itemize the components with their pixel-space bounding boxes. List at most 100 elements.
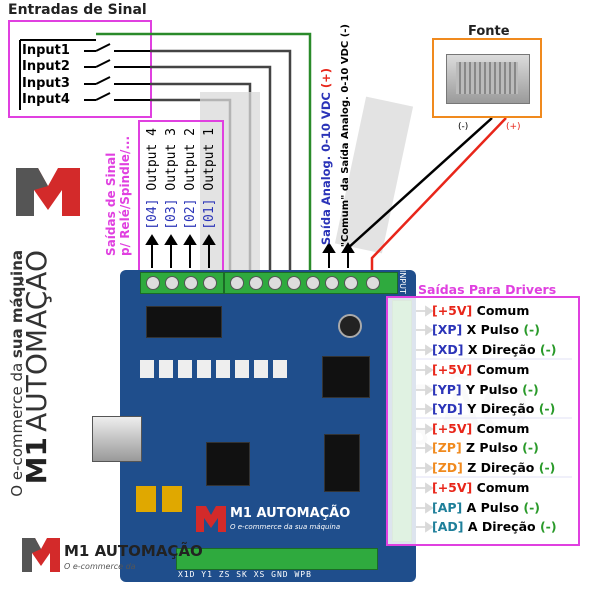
driver-row-1: [+5V] Comum <box>432 303 529 318</box>
small-logo-icon <box>22 538 60 572</box>
driver-row-4: [+5V] Comum <box>432 362 529 377</box>
terminal-block-bottom <box>176 548 378 570</box>
driver-row-12: [AD] A Direção (-) <box>432 519 557 534</box>
bottom-label: SK <box>236 570 248 579</box>
input-switches <box>19 39 150 110</box>
driver-suffix: (-) <box>523 322 540 337</box>
m1-logo-icon <box>16 168 80 216</box>
driver-code: [+5V] <box>432 303 473 318</box>
driver-code: [AP] <box>432 500 463 515</box>
driver-suffix: (-) <box>538 460 556 475</box>
analog-output-label: Saída Analog. 0-10 VDC (+) <box>319 68 333 245</box>
board-input-label: INPUT <box>398 270 407 294</box>
fonte-wire-neg <box>347 117 493 249</box>
analog-output-sign: (+) <box>319 68 333 89</box>
small-logo: M1 AUTOMAÇÃO O e-commerce da <box>22 538 203 578</box>
driver-text: X Direção <box>467 342 536 357</box>
driver-text: Comum <box>476 480 530 495</box>
output-3-tag: [03] <box>164 198 179 230</box>
driver-code: [AD] <box>432 519 464 534</box>
output-3-label: Output 3 <box>164 128 179 191</box>
driver-text: Y Direção <box>467 401 535 416</box>
driver-code: [XD] <box>432 342 464 357</box>
driver-suffix: (-) <box>523 500 541 515</box>
output-1-tag: [01] <box>202 198 217 230</box>
driver-row-10: [+5V] Comum <box>432 480 529 495</box>
small-logo-name: M1 AUTOMAÇÃO <box>64 542 203 560</box>
small-logo-tagline: O e-commerce da <box>64 562 136 571</box>
driver-row-11: [AP] A Pulso (-) <box>432 500 540 515</box>
analog-output-text: Saída Analog. 0-10 VDC <box>319 92 333 246</box>
output-1-label: Output 1 <box>202 128 217 191</box>
fonte-neg-label: (-) <box>458 122 469 132</box>
capacitors-yellow <box>136 486 184 512</box>
driver-text: Z Pulso <box>466 440 518 455</box>
bottom-label: Y1 <box>201 570 213 579</box>
screw <box>249 276 263 290</box>
driver-row-6: [YD] Y Direção (-) <box>432 401 555 416</box>
chip-driver <box>324 434 360 492</box>
driver-suffix: (-) <box>538 401 556 416</box>
outputs-side-title: Saídas de Sinal p/ Relé/Spindle/... <box>104 136 132 256</box>
driver-row-2: [XP] X Pulso (-) <box>432 322 540 337</box>
driver-suffix: (-) <box>522 382 539 397</box>
bottom-label: XS <box>253 570 266 579</box>
board-logo-tagline: O e-commerce da sua máquina <box>230 523 341 531</box>
driver-text: Comum <box>476 421 530 436</box>
bottom-label: X1D <box>178 570 196 579</box>
driver-code: [ZP] <box>432 440 462 455</box>
screw <box>325 276 339 290</box>
fonte-pos-label: (+) <box>506 122 521 132</box>
board-logo: M1 AUTOMAÇÃO O e-commerce da sua máquina <box>196 502 350 538</box>
bottom-label: GND <box>271 570 289 579</box>
screw <box>344 276 358 290</box>
brand-tagline-prefix: O e-commerce da <box>8 358 26 497</box>
driver-row-5: [YP] Y Pulso (-) <box>432 382 539 397</box>
capacitor <box>338 314 362 338</box>
output-arrows <box>145 234 355 268</box>
screw <box>146 276 160 290</box>
terminal-block-outputs <box>140 272 224 294</box>
driver-text: X Pulso <box>466 322 519 337</box>
power-supply-grill <box>456 62 518 94</box>
driver-text: Z Direção <box>467 460 535 475</box>
board-logo-name: M1 AUTOMAÇÃO <box>230 506 351 521</box>
driver-row-9: [ZD] Z Direção (-) <box>432 460 555 475</box>
driver-code: [XP] <box>432 322 463 337</box>
output-2: [02] Output 2 <box>183 128 198 230</box>
fonte-title: Fonte <box>468 24 510 39</box>
inputs-title: Entradas de Sinal <box>8 2 147 18</box>
driver-row-7: [+5V] Comum <box>432 421 529 436</box>
outputs-side-title-2: p/ Relé/Spindle/... <box>118 136 132 256</box>
driver-text: Comum <box>476 362 530 377</box>
driver-suffix: (-) <box>522 440 539 455</box>
output-2-tag: [02] <box>183 198 198 230</box>
brand-tagline-bold: sua máquina <box>8 250 26 359</box>
chip-mcu <box>206 442 250 486</box>
driver-code: [YD] <box>432 401 463 416</box>
output-3: [03] Output 3 <box>164 128 179 230</box>
bottom-label: ZS <box>218 570 231 579</box>
screw <box>165 276 179 290</box>
ghost-connector-2 <box>334 96 414 254</box>
driver-row-3: [XD] X Direção (-) <box>432 342 557 357</box>
output-4: [04] Output 4 <box>145 128 160 230</box>
driver-code: [ZD] <box>432 460 463 475</box>
inputs-box <box>8 20 152 118</box>
output-4-tag: [04] <box>145 198 160 230</box>
driver-code: [+5V] <box>432 421 473 436</box>
driver-row-8: [ZP] Z Pulso (-) <box>432 440 539 455</box>
chip-relay-driver <box>146 306 222 338</box>
usb-port <box>92 416 142 462</box>
drivers-title: Saídas Para Drivers <box>418 282 557 297</box>
output-2-label: Output 2 <box>183 128 198 191</box>
outputs-side-title-1: Saídas de Sinal <box>104 152 118 256</box>
driver-text: Y Pulso <box>466 382 518 397</box>
output-1: [01] Output 1 <box>202 128 217 230</box>
driver-suffix: (-) <box>539 342 557 357</box>
input-label-3: Input3 <box>22 76 70 91</box>
brand-tagline: O e-commerce da sua máquina <box>8 250 26 497</box>
driver-code: [YP] <box>432 382 462 397</box>
driver-text: A Direção <box>467 519 536 534</box>
drivers-box <box>386 296 580 546</box>
